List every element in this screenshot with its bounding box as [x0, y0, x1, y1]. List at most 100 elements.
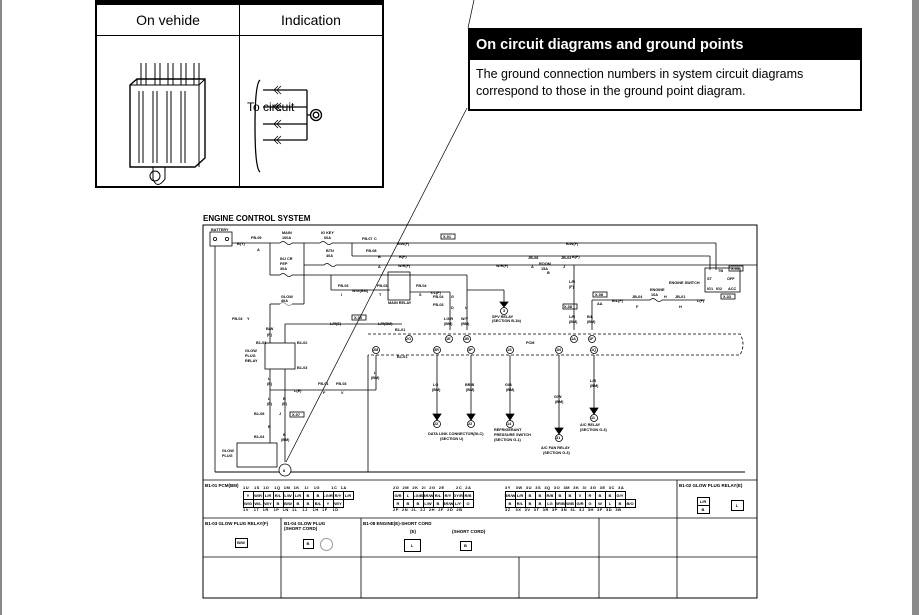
diagram-label: MAIN	[282, 231, 292, 235]
diagram-label: (BM)	[466, 388, 475, 392]
diagram-label: LG	[433, 383, 438, 387]
diagram-label: (SECTION G-3)	[580, 428, 608, 432]
diagram-label: 3R	[434, 348, 439, 352]
connector-cell: B	[696, 504, 710, 514]
ground-symbol-table: On vehide Indication To circuit	[95, 0, 384, 188]
diagram-label: B	[283, 397, 286, 401]
diagram-label: FEP	[280, 262, 288, 266]
diagram-label: 1A	[571, 337, 576, 341]
pin-numbers-bottom: 3Z 3X 3V 3T 3R 3P 3N 3L 3J 3H 3F 3D 3B	[505, 507, 622, 512]
note-title: On circuit diagrams and ground points	[470, 30, 860, 60]
diagram-label: 2O	[406, 337, 411, 341]
diagram-label: FB-01	[318, 382, 329, 386]
diagram-label: G/B	[505, 383, 512, 387]
diagram-label: A	[531, 265, 534, 269]
diagram-label: 11	[591, 416, 595, 420]
diagram-title: ENGINE CONTROL SYSTEM	[203, 214, 311, 223]
diagram-label: 1E	[446, 337, 451, 341]
diagram-label: FB-03	[433, 303, 444, 307]
diagram-label: L/B	[590, 379, 596, 383]
diagram-label: JB-08	[528, 256, 538, 260]
diagram-label: X-03	[723, 295, 731, 299]
pin-numbers-bottom: 2P 2N 2L 2J 2H 2F 2D 2B	[393, 507, 463, 512]
engine-short-caption: B1-08 ENGINE(E)-SHORT CORD	[363, 521, 432, 526]
diagram-label: Y	[247, 317, 250, 321]
diagram-label: PRESSURE SWITCH	[494, 433, 531, 437]
pin-numbers-bottom: 1V 1T 1R 1P 1N 1L 1J 1H 1F 1D	[243, 507, 339, 512]
diagram-label: B	[283, 433, 286, 437]
diagram-label: JB-03	[561, 256, 571, 260]
diagram-label: PLUG	[222, 454, 233, 458]
diagram-label: 8	[283, 469, 285, 473]
diagram-label: 60A	[324, 236, 331, 240]
diagram-label: AA	[597, 302, 603, 306]
diagram-label: JB-01	[675, 295, 685, 299]
diagram-label: B	[547, 271, 550, 275]
diagram-label: BTN	[326, 249, 334, 253]
glow-plug-relay	[264, 342, 296, 370]
diagram-label: T	[379, 293, 382, 297]
diagram-label: FB-04	[433, 295, 444, 299]
diagram-label: H	[664, 295, 667, 299]
diagram-label: ENGINE SWITCH	[669, 281, 700, 285]
diagram-label: X-03	[731, 267, 739, 271]
diagram-label: J	[279, 412, 281, 416]
diagram-label: FB-03	[377, 284, 388, 288]
diagram-label: GLOW	[245, 349, 257, 353]
diagram-label: (BM)	[590, 384, 599, 388]
diagram-label: B1-08	[254, 412, 264, 416]
diagram-label: 22	[434, 422, 438, 426]
diagram-label: U	[465, 306, 468, 310]
pcm-connector-caption: B1-01 PCM(BM)	[205, 483, 239, 488]
connector-cell: L	[403, 538, 421, 552]
diagram-label: X-07	[292, 413, 300, 417]
diagram-label: BATTERY	[211, 228, 229, 232]
diagram-label: 2M	[373, 348, 378, 352]
diagram-label: S	[419, 293, 422, 297]
connector-cell: B/O	[624, 498, 636, 508]
connector-cell: B/W	[234, 537, 248, 548]
diagram-label: (E)	[267, 382, 273, 386]
diagram-label: ACC	[728, 287, 736, 291]
diagram-label: JB-04	[632, 295, 643, 299]
page-edge-left	[0, 0, 2, 615]
diagram-label: RELAY	[245, 359, 258, 363]
diagram-label: (F)	[569, 285, 575, 289]
diagram-label: FB-04	[232, 317, 243, 321]
diagram-label: 10A	[651, 293, 658, 297]
diagram-frame	[202, 224, 758, 599]
diagram-label: L/R	[569, 280, 575, 284]
diagram-label: MAIN RELAY	[388, 301, 412, 305]
connector-cell: L	[730, 499, 744, 511]
diagram-label: 1B	[464, 337, 469, 341]
diagram-label: L(E)	[294, 389, 302, 393]
diagram-label: D	[451, 306, 454, 310]
diagram-label: 1S	[507, 348, 512, 352]
diagram-label: (BM)	[555, 400, 564, 404]
diagram-label: (BM)	[281, 438, 290, 442]
diagram-label: B1-01	[395, 328, 405, 332]
diagram-label: ROOM	[539, 262, 551, 266]
connector-cell: L/R	[342, 490, 354, 500]
connector-round-terminal	[320, 538, 333, 551]
ground-block-illustration	[129, 63, 206, 185]
glow-relay-f-connector: B/W	[234, 537, 248, 548]
glow-plug	[236, 442, 278, 468]
diagram-label: B/L(F)	[612, 299, 624, 303]
diagram-label: (SECTION B-1b)	[492, 319, 522, 323]
glow-relay-e-connector: L/R B	[696, 496, 710, 514]
pin-numbers-top: 2O 2M 2K 2I 2G 2E 2C 2A	[393, 485, 472, 490]
diagram-label: B1-03	[256, 341, 266, 345]
signal-arrows	[432, 355, 599, 435]
diagram-label: LG/R	[444, 317, 453, 321]
diagram-label: B(F)	[399, 255, 407, 259]
diagram-label: B	[268, 425, 271, 429]
diagram-label: (BM)	[506, 388, 515, 392]
diagram-label: FB-04	[416, 284, 427, 288]
diagram-label: W/G(BM)	[352, 289, 369, 293]
connector-cell: W/Y	[332, 498, 344, 508]
diagram-label: B1-02	[297, 341, 307, 345]
